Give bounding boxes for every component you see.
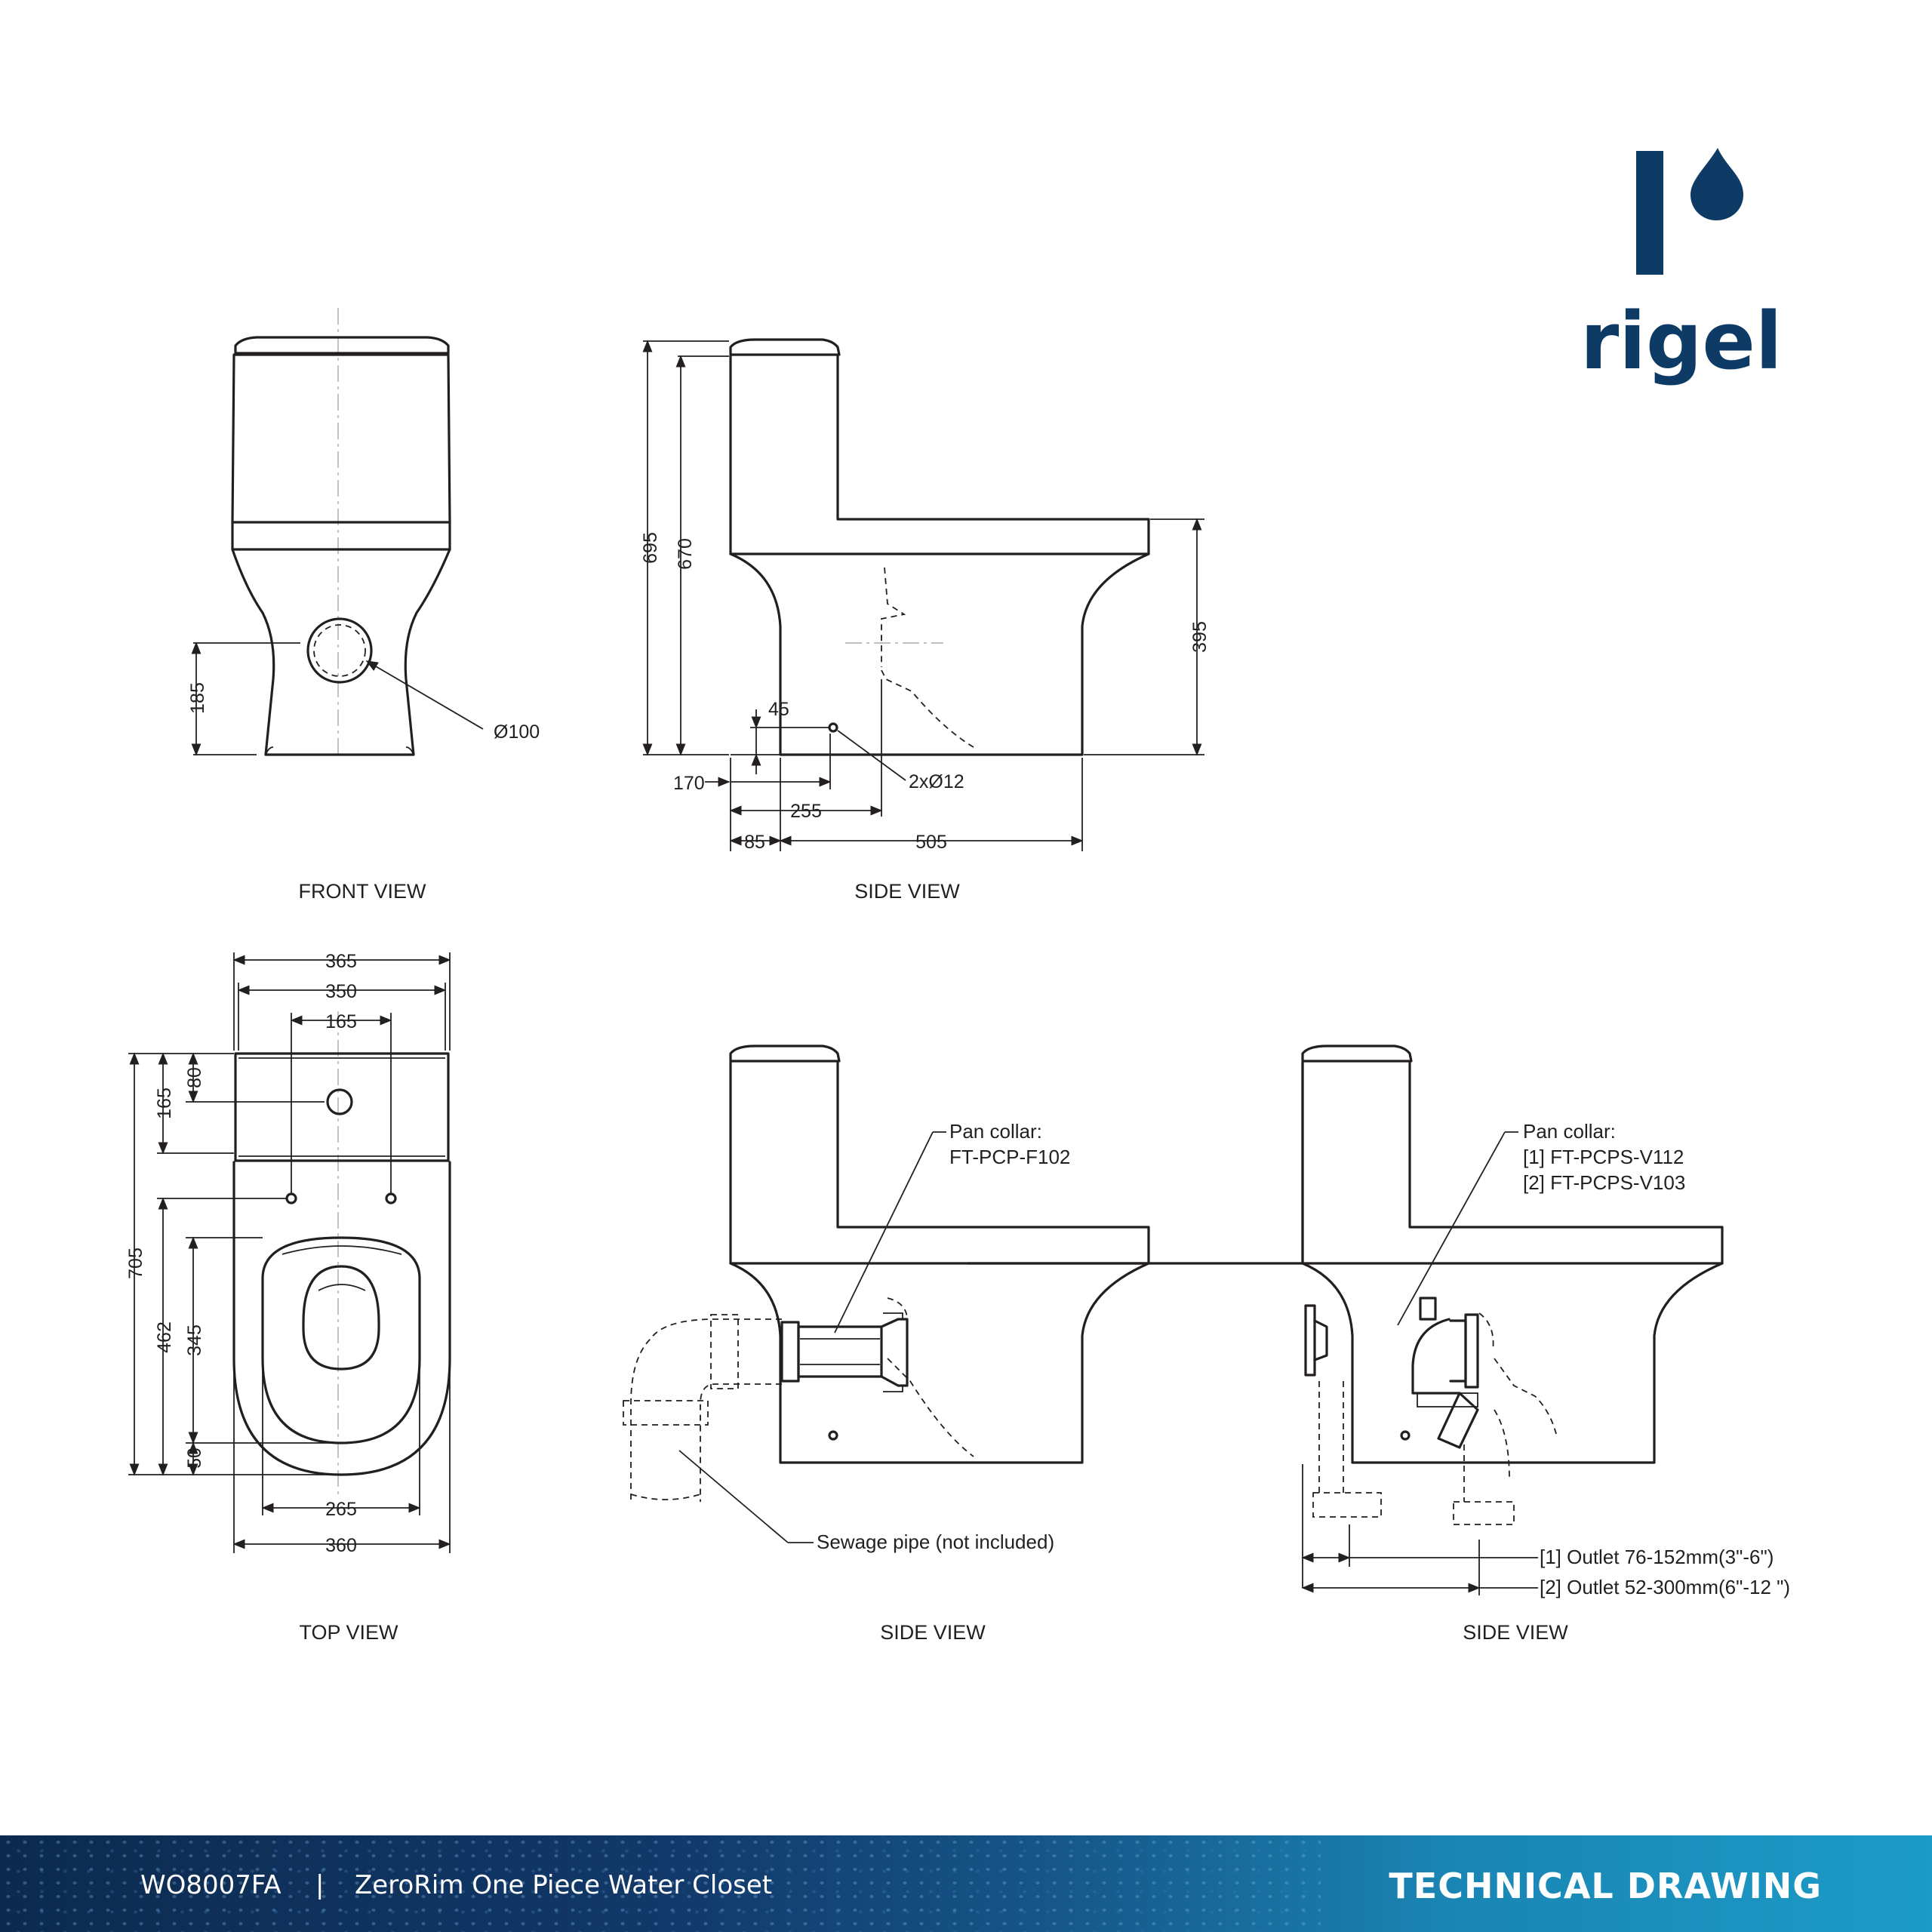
water-drop-icon — [1690, 148, 1743, 220]
top-bowl-opening — [302, 1265, 380, 1371]
side3-view-caption: SIDE VIEW — [1463, 1621, 1568, 1644]
front-tank — [231, 353, 451, 524]
side2-body — [729, 1061, 1150, 1265]
footer-product-code: WO8007FA — [140, 1870, 281, 1900]
front-view-caption: FRONT VIEW — [298, 880, 426, 903]
side1-dim-255: 255 — [790, 801, 822, 822]
footer-product-name: ZeroRim One Piece Water Closet — [355, 1870, 773, 1900]
side1-dim-45: 45 — [768, 699, 789, 720]
footer-bar: WO8007FA | ZeroRim One Piece Water Close… — [0, 1835, 1932, 1932]
footer-separator: | — [315, 1870, 325, 1900]
side1-dim-170: 170 — [673, 773, 705, 794]
side3-pan-collar-label: Pan collar: — [1523, 1120, 1616, 1143]
side1-dim-695: 695 — [640, 532, 661, 564]
top-seat — [261, 1236, 421, 1444]
side1-dim-85: 85 — [744, 832, 765, 853]
side2-pan-collar-code: FT-PCP-F102 — [949, 1146, 1070, 1168]
front-view: 185 Ø100 FRONT VIEW — [187, 308, 540, 903]
front-outlet-inner — [313, 624, 366, 677]
top-view-caption: TOP VIEW — [299, 1621, 398, 1644]
side2-sewage-label: Sewage pipe (not included) — [817, 1531, 1054, 1553]
brand-name: rigel — [1580, 295, 1783, 387]
side1-dim-holes: 2xØ12 — [909, 771, 964, 792]
side1-dim-505: 505 — [915, 832, 947, 853]
side1-body — [729, 355, 1150, 555]
side3-outlet-1: [1] Outlet 76-152mm(3"-6") — [1540, 1546, 1774, 1568]
top-dim-80: 80 — [184, 1067, 205, 1088]
side2-view-caption: SIDE VIEW — [880, 1621, 986, 1644]
top-flush-button — [326, 1088, 353, 1115]
front-bowl — [231, 548, 451, 756]
footer-texture — [0, 1835, 1321, 1932]
top-bowl-outline — [232, 1161, 451, 1476]
top-dim-360: 360 — [325, 1535, 357, 1556]
side1-dim-395: 395 — [1189, 621, 1211, 653]
top-dim-350: 350 — [325, 981, 357, 1002]
top-dim-165h: 165 — [154, 1088, 175, 1119]
footer-document-title: TECHNICAL DRAWING — [1389, 1866, 1822, 1906]
top-tank — [234, 1052, 450, 1162]
front-dim-dia100: Ø100 — [494, 721, 540, 743]
front-tank-lid — [234, 336, 450, 355]
side1-tank-lid — [729, 338, 841, 356]
side-view-1: 695 670 395 45 2xØ12 170 255 85 505 SIDE… — [640, 338, 1211, 903]
top-dim-345: 345 — [184, 1324, 205, 1356]
side1-view-caption: SIDE VIEW — [854, 880, 960, 903]
top-view: 365 350 165 80 165 705 462 345 50 265 — [125, 951, 451, 1644]
side3-option-1: [1] FT-PCPS-V112 — [1523, 1146, 1684, 1168]
front-outlet-outer — [306, 617, 373, 684]
pan-collar-fitting — [780, 1312, 909, 1392]
front-dim-185: 185 — [187, 682, 208, 714]
top-dim-705: 705 — [125, 1247, 146, 1279]
side-view-3: Pan collar: [1] FT-PCPS-V112 [2] FT-PCPS… — [966, 1044, 1790, 1644]
top-dim-50: 50 — [184, 1447, 205, 1469]
logo-bar — [1636, 151, 1663, 275]
top-dim-265: 265 — [325, 1499, 357, 1520]
top-dim-165w: 165 — [325, 1011, 357, 1032]
sewage-pipe — [623, 1314, 782, 1502]
side3-option-2: [2] FT-PCPS-V103 — [1523, 1171, 1685, 1194]
side2-pan-collar-label: Pan collar: — [949, 1120, 1042, 1143]
top-dim-462: 462 — [154, 1321, 175, 1353]
side1-dim-670: 670 — [675, 538, 696, 570]
brand-logo: rigel — [1580, 148, 1783, 387]
side-view-2: Pan collar: FT-PCP-F102 Sewage pipe (not… — [623, 1044, 1150, 1644]
top-dim-365: 365 — [325, 951, 357, 972]
side3-outlet-2: [2] Outlet 52-300mm(6"-12 ") — [1540, 1576, 1790, 1598]
